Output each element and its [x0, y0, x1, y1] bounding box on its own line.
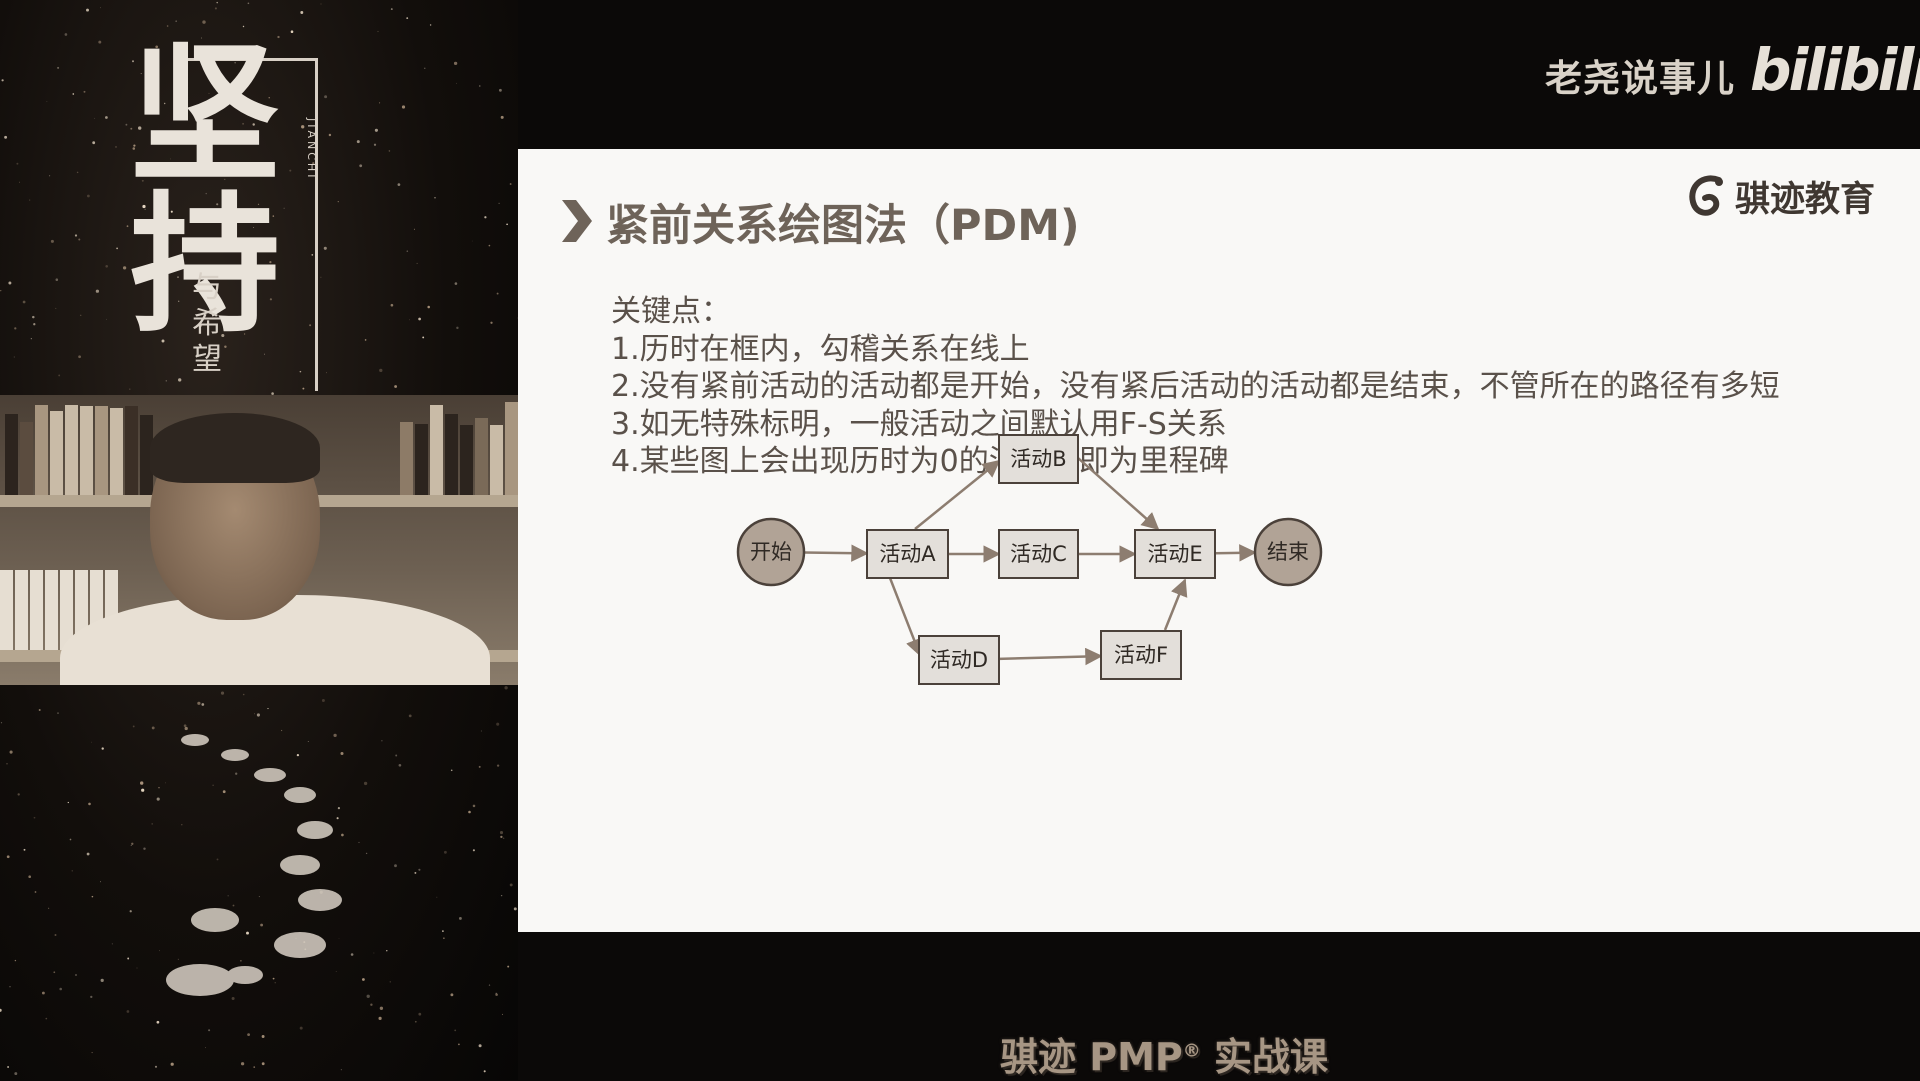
brand-logo: 骐迹教育 — [1685, 171, 1875, 222]
key-points-heading: 关键点： — [611, 294, 731, 329]
slide-title: 紧前关系绘图法（PDM) — [606, 201, 1080, 251]
node-E: 活动E — [1134, 529, 1216, 579]
node-start: 开始 — [736, 517, 806, 587]
presentation-slide: 紧前关系绘图法（PDM) 骐迹教育 关键点： 1.历时在框内，勾稽关系在线上 2… — [518, 149, 1920, 932]
node-label-C: 活动C — [1010, 542, 1067, 566]
edge-A-to-D — [888, 577, 923, 657]
edge-E-to-end — [1214, 544, 1257, 562]
node-end: 结束 — [1253, 517, 1323, 587]
channel-name: 老尧说事儿 — [1545, 57, 1735, 100]
edge-D-to-F — [998, 647, 1103, 666]
presenter-hair — [150, 413, 320, 483]
node-label-end: 结束 — [1267, 540, 1309, 564]
bilibili-logo: bilibili — [1750, 36, 1920, 104]
edge-F-to-E — [1163, 578, 1188, 631]
node-shape-D — [918, 635, 1000, 685]
key-point-item: 4.某些图上会出现历时为0的活动，即为里程碑 — [611, 444, 1229, 479]
brand-name: 骐迹教育 — [1735, 180, 1876, 220]
key-point-item: 2.没有紧前活动的活动都是开始，没有紧后活动的活动都是结束，不管所在的路径有多短 — [611, 369, 1780, 404]
key-point-item: 3.如无特殊标明，一般活动之间默认用F-S关系 — [611, 406, 1227, 442]
pdm-network-diagram: 开始 活动A 活动B 活动C 活动D 活动E 活动F 结束 — [736, 434, 1323, 685]
starfield-background — [0, 1, 518, 1076]
node-A: 活动A — [866, 529, 949, 579]
node-B: 活动B — [998, 434, 1079, 484]
node-C: 活动C — [998, 529, 1079, 579]
key-point-item: 1.历时在框内，勾稽关系在线上 — [611, 331, 1030, 367]
node-shape-end — [1253, 517, 1323, 587]
node-shape-E — [1134, 529, 1216, 579]
poster-bracket-decoration — [175, 58, 318, 391]
node-label-D: 活动D — [930, 648, 988, 672]
node-label-A: 活动A — [879, 542, 936, 566]
poster-subtitle: 与希望 — [192, 270, 222, 377]
chevron-right-icon — [562, 200, 592, 242]
node-label-F: 活动F — [1114, 643, 1168, 667]
registered-mark: ® — [1182, 1040, 1201, 1062]
edge-B-to-E — [1077, 457, 1160, 531]
footprints-decoration — [166, 734, 342, 996]
poster-title: 坚持 — [130, 27, 280, 353]
brand-mark-icon — [1689, 175, 1723, 216]
poster-panel: 坚持 JIANCHI 与希望 — [0, 0, 518, 1080]
node-shape-start — [736, 517, 806, 587]
node-shape-C — [998, 529, 1079, 579]
edge-start-to-A — [803, 544, 869, 562]
node-shape-F — [1100, 630, 1182, 680]
node-label-start: 开始 — [750, 540, 792, 564]
node-shape-A — [866, 529, 949, 579]
key-points-list: 关键点： 1.历时在框内，勾稽关系在线上 2.没有紧前活动的活动都是开始，没有紧… — [611, 293, 1780, 481]
node-label-B: 活动B — [1010, 447, 1066, 471]
node-shape-B — [998, 434, 1079, 484]
course-caption-prefix: 骐迹 PMP — [1000, 1035, 1183, 1079]
node-D: 活动D — [918, 635, 1000, 685]
course-caption: 骐迹 PMP® 实战课 — [1000, 1026, 1328, 1081]
node-F: 活动F — [1100, 630, 1182, 680]
course-caption-suffix: 实战课 — [1213, 1035, 1328, 1079]
node-label-E: 活动E — [1147, 542, 1202, 566]
edge-A-to-B — [914, 459, 1001, 530]
poster-pinyin: JIANCHI — [305, 118, 318, 181]
webcam-video — [0, 395, 518, 685]
